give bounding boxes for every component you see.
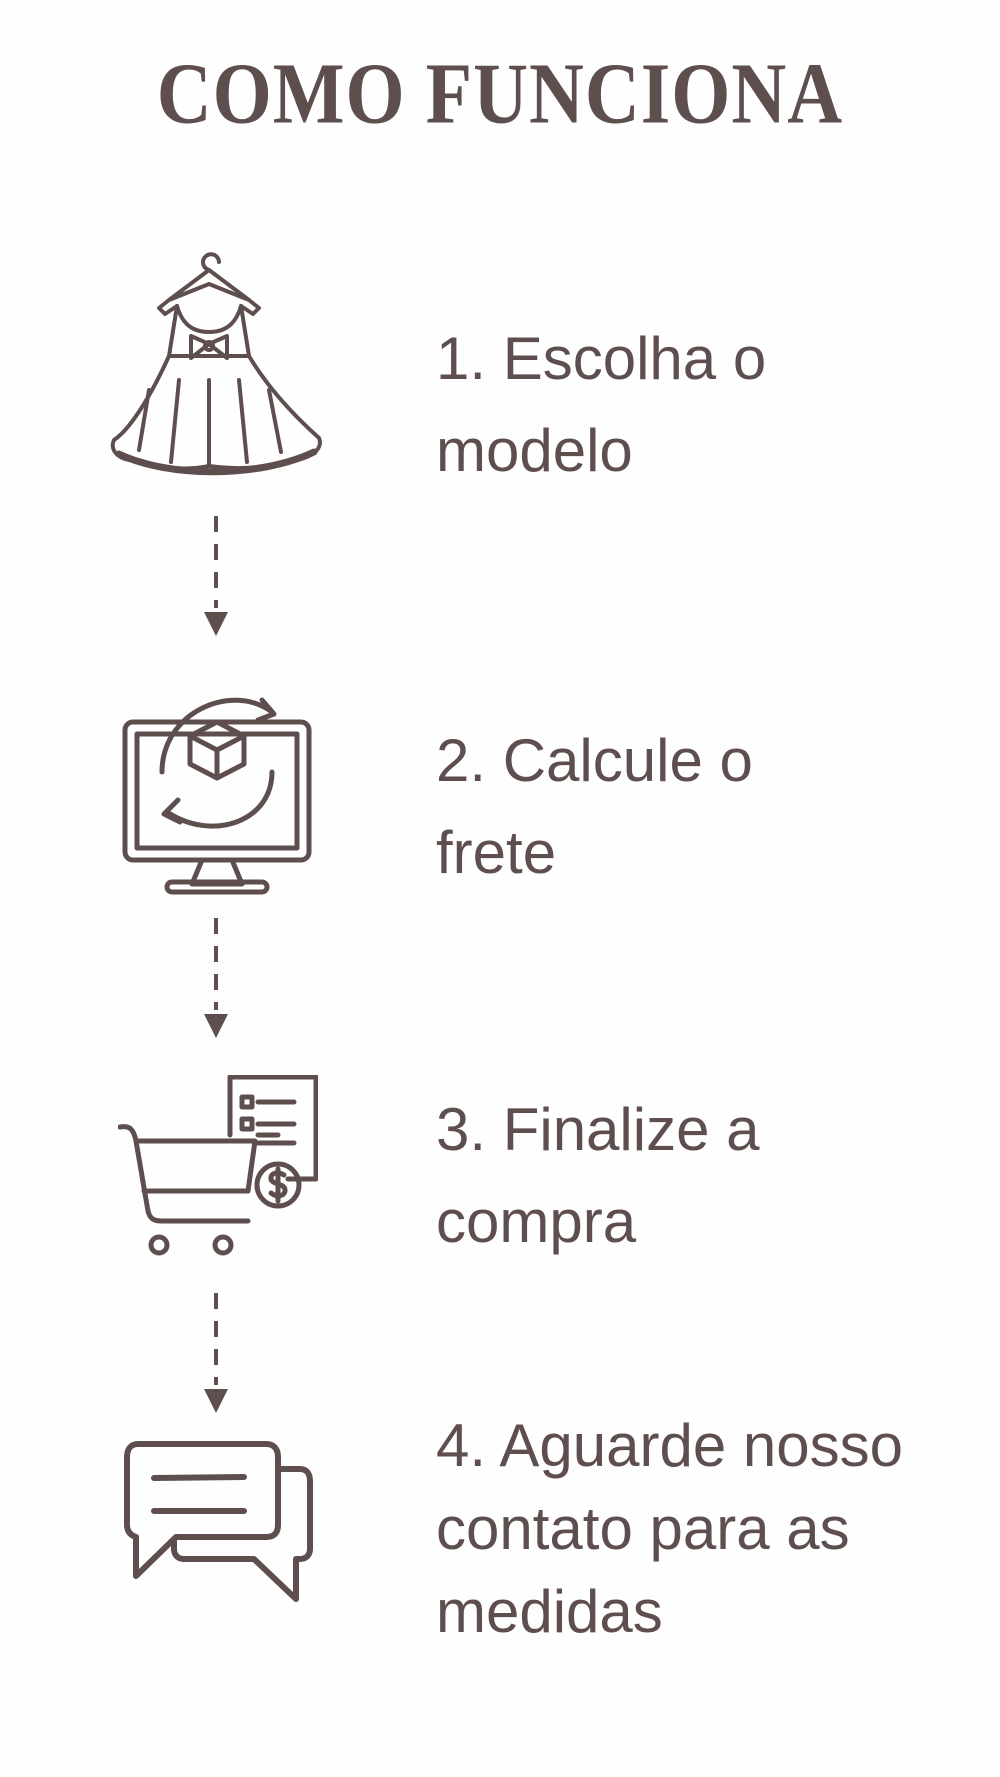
step-3-line-1: 3. Finalize a: [436, 1096, 760, 1163]
arrow-down-icon: [204, 918, 228, 1038]
step-2-line-1: 2. Calcule o: [436, 727, 753, 794]
step-3-text: 3. Finalize a compra: [436, 1084, 760, 1268]
page-title: COMO FUNCIONA: [156, 45, 844, 142]
step-4-text: 4. Aguarde nosso contato para as medidas: [436, 1404, 903, 1653]
computer-shipping-icon: [122, 672, 312, 897]
step-4-line-2: contato para as: [436, 1495, 850, 1562]
dress-on-hanger-icon: [109, 240, 327, 496]
chat-bubbles-icon: [124, 1441, 314, 1608]
step-2-text: 2. Calcule o frete: [436, 715, 753, 899]
step-4-line-1: 4. Aguarde nosso: [436, 1412, 904, 1479]
step-2-line-2: frete: [436, 819, 557, 886]
step-4-line-3: medidas: [436, 1578, 663, 1645]
arrow-down-icon: [204, 516, 228, 636]
step-1-line-2: modelo: [436, 417, 633, 484]
arrow-down-icon: [204, 1293, 228, 1413]
step-1-text: 1. Escolha o modelo: [436, 313, 766, 497]
step-1-line-1: 1. Escolha o: [436, 325, 767, 392]
step-3-line-2: compra: [436, 1188, 637, 1255]
shopping-cart-invoice-icon: [118, 1075, 318, 1263]
